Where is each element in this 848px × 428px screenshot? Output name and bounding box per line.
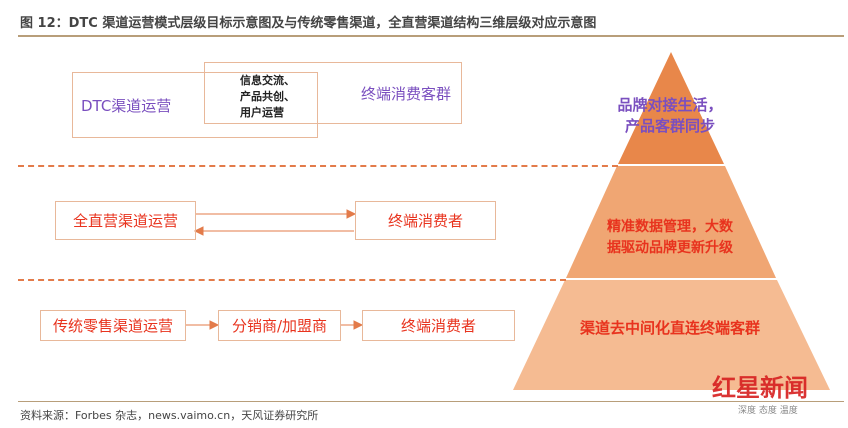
pyramid-bottom-layer — [513, 280, 830, 390]
source-note: 资料来源：Forbes 杂志，news.vaimo.cn，天风证券研究所 — [20, 409, 319, 422]
watermark-logo: 红星新闻 — [712, 373, 808, 402]
pyramid-top-line: 产品客群同步 — [624, 117, 715, 135]
source-divider — [18, 401, 844, 402]
end-consumer-group-box: 终端消费客群 — [204, 62, 462, 124]
end-consumer-group-label: 终端消费客群 — [360, 84, 451, 103]
dtc-operation-label: DTC渠道运营 — [81, 96, 172, 115]
dtc-operation-box: DTC渠道运营 — [72, 72, 318, 138]
pyramid-middle-line: 精准数据管理，大数 — [607, 219, 733, 235]
traditional-retail-label: 传统零售渠道运营 — [52, 317, 173, 335]
distributor-label: 分销商/加盟商 — [231, 317, 328, 335]
traditional-retail-box: 传统零售渠道运营 — [40, 310, 186, 341]
pyramid-top-text: 品牌对接生活， 产品客群同步 — [600, 95, 740, 137]
traditional-consumer-label: 终端消费者 — [400, 317, 476, 335]
direct-consumer-box: 终端消费者 — [355, 201, 496, 240]
pyramid-middle-line: 据驱动品牌更新升级 — [607, 240, 733, 256]
level-divider-1 — [18, 165, 618, 167]
figure-title: 图 12：DTC 渠道运营模式层级目标示意图及与传统零售渠道，全直营渠道结构三维… — [20, 16, 597, 31]
overlap-line: 用户运营 — [240, 106, 284, 119]
direct-operation-box: 全直营渠道运营 — [55, 201, 196, 240]
dtc-overlap-text: 信息交流、 产品共创、 用户运营 — [240, 73, 295, 121]
arrows — [186, 209, 364, 330]
overlap-line: 信息交流、 — [240, 74, 295, 87]
overlap-line: 产品共创、 — [240, 90, 295, 103]
watermark-slogan: 深度 态度 温度 — [738, 406, 798, 416]
pyramid-top-line: 品牌对接生活， — [617, 96, 723, 114]
title-divider — [18, 35, 844, 37]
direct-consumer-label: 终端消费者 — [387, 212, 463, 230]
traditional-consumer-box: 终端消费者 — [362, 310, 515, 341]
pyramid-middle-layer — [566, 166, 776, 278]
level-divider-2 — [18, 279, 566, 281]
distributor-box: 分销商/加盟商 — [218, 310, 341, 341]
pyramid-middle-text: 精准数据管理，大数 据驱动品牌更新升级 — [580, 217, 760, 259]
pyramid-bottom-text: 渠道去中间化直连终端客群 — [579, 319, 760, 337]
direct-operation-label: 全直营渠道运营 — [72, 212, 178, 230]
pyramid-top-layer — [618, 52, 724, 164]
